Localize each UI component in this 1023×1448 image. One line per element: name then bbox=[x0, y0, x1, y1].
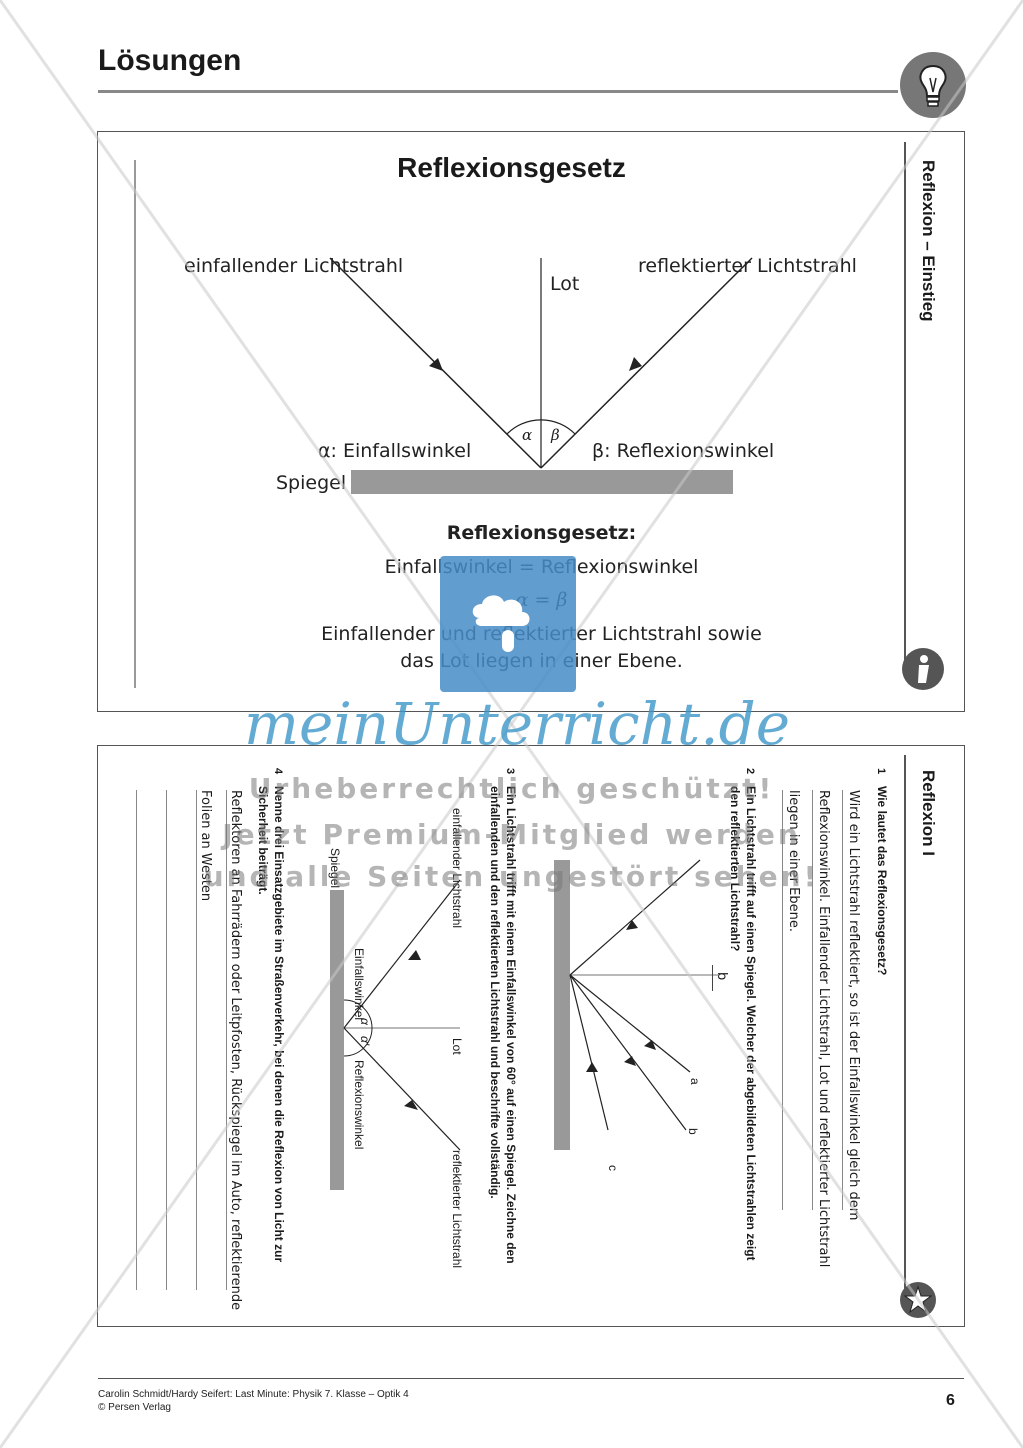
a1-line1: Wird ein Lichtstrahl reflektiert, so ist… bbox=[846, 790, 861, 1221]
ray-b-label: b bbox=[686, 1128, 700, 1135]
q3-reflex-label: Reflexionswinkel bbox=[352, 1060, 366, 1150]
beta-text: β: Reflexionswinkel bbox=[592, 440, 775, 462]
q4-line1: Nenne drei Einsatzgebiete im Straßenverk… bbox=[272, 786, 286, 1263]
watermark-line3: und alle Seiten ungestört sehen! bbox=[203, 860, 820, 893]
beta-symbol: β bbox=[551, 426, 560, 444]
mirror-label: Spiegel bbox=[276, 472, 347, 494]
alpha-symbol: α bbox=[522, 426, 533, 444]
q2-line1: Ein Lichtstrahl trifft auf einen Spiegel… bbox=[744, 786, 758, 1261]
watermark-line1: Urheberrechtlich geschützt! bbox=[248, 772, 775, 805]
incident-arrow bbox=[429, 358, 443, 371]
alpha-text: α: Einfallswinkel bbox=[318, 440, 472, 462]
answer-line bbox=[812, 790, 813, 1210]
law-title: Reflexionsgesetz: bbox=[446, 522, 637, 544]
q2-arrow bbox=[626, 920, 638, 930]
answer-line bbox=[842, 790, 843, 1210]
footer-rule bbox=[98, 1378, 964, 1379]
answer-line bbox=[782, 790, 783, 1210]
watermark-logo: meinUnterricht.de bbox=[244, 690, 791, 758]
watermark-line2: Jetzt Premium-Mitglied werden bbox=[222, 818, 801, 851]
reflected-label: reflektierter Lichtstrahl bbox=[638, 255, 857, 277]
q2-ray-c bbox=[569, 974, 609, 1131]
ray-a-label: a bbox=[688, 1078, 702, 1085]
q3-normal-label: Lot bbox=[450, 1038, 464, 1055]
q3-arrow bbox=[408, 950, 421, 960]
cloud-download-icon bbox=[440, 556, 576, 692]
q3-alpha2: α' bbox=[358, 1036, 372, 1046]
q2-arrow bbox=[586, 1062, 598, 1072]
q3-reflected-label: reflektierter Lichtstrahl bbox=[450, 1150, 464, 1269]
q3-alpha: α bbox=[358, 1018, 372, 1025]
footer-publisher: © Persen Verlag bbox=[98, 1402, 171, 1413]
q3-mirror bbox=[330, 890, 344, 1190]
page-number: 6 bbox=[946, 1392, 955, 1409]
q2-ray-a bbox=[569, 974, 691, 1073]
q3-arrow bbox=[404, 1100, 418, 1110]
normal-label: Lot bbox=[550, 273, 580, 295]
footer-credit: Carolin Schmidt/Hardy Seifert: Last Minu… bbox=[98, 1389, 409, 1400]
q3-line1: Ein Lichtstrahl trifft mit einem Einfall… bbox=[504, 786, 518, 1264]
ray-c-label: c bbox=[606, 1165, 620, 1171]
q2-diagram bbox=[554, 859, 718, 1150]
q2-ray-b bbox=[569, 974, 687, 1131]
q2-mirror bbox=[554, 860, 570, 1150]
incident-label: einfallender Lichtstrahl bbox=[184, 255, 404, 277]
q2-arrow bbox=[644, 1040, 656, 1050]
q3-einfall-label: Einfallswinkel bbox=[352, 948, 366, 1021]
star-icon bbox=[900, 1282, 936, 1318]
mirror bbox=[351, 470, 733, 494]
